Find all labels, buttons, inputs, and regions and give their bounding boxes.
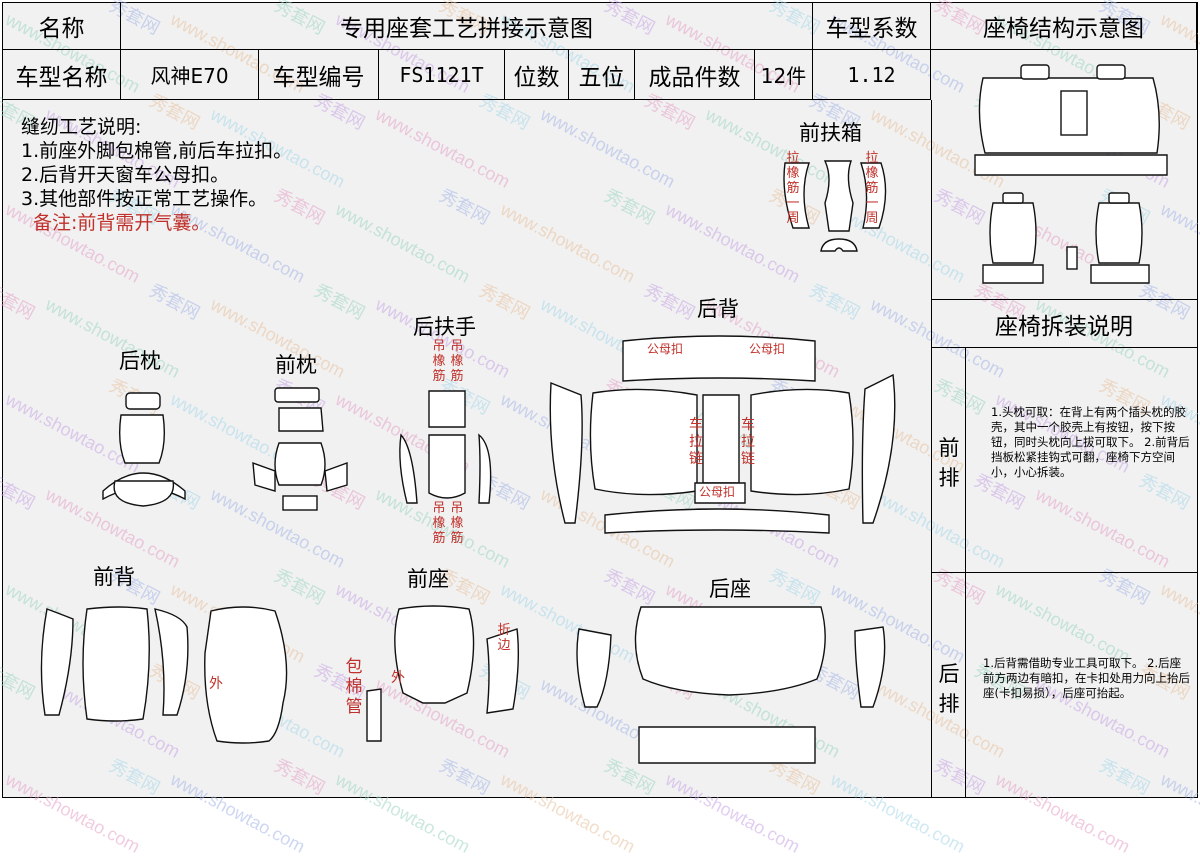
watermark-url: www.showtao.com [992, 579, 1134, 667]
pieces-value: 12件 [755, 50, 813, 100]
front-seat-pieces [366, 605, 520, 742]
label-front-back: 前背 [93, 565, 135, 589]
rear-armrest-pieces [399, 390, 492, 504]
label-rear-armrest: 后扶手 [413, 315, 476, 339]
label-front-seat: 前座 [407, 567, 449, 591]
front-headrest-pieces [252, 387, 348, 511]
mark-hang-elastic-bottom-1: 吊橡筋 [432, 501, 446, 546]
notes-remark: 备注:前背需开气囊。 [33, 212, 211, 234]
mark-outer-front-back: 外 [209, 676, 223, 692]
mark-hang-elastic-top-2: 吊橡筋 [450, 339, 464, 384]
front-armrest-box-pieces [783, 160, 887, 252]
front-row-label: 前排 [935, 433, 963, 493]
mark-snap-right: 公母扣 [749, 342, 786, 356]
watermark-url: www.showtao.com [1157, 769, 1200, 857]
main-area-divider [931, 100, 932, 797]
label-rear-headrest: 后枕 [119, 349, 161, 373]
front-row-divider [965, 348, 966, 798]
mark-fold-edge: 折边 [497, 623, 511, 653]
mark-car-zipper-right: 车拉链 [741, 417, 755, 467]
pieces-label: 成品件数 [635, 50, 755, 100]
label-front-armrest-box: 前扶箱 [799, 121, 862, 145]
rear-row-text: 1.后背需借助专业工具可取下。 2.后座前方两边有暗扣，在卡扣处用力向上抬后座(… [983, 656, 1190, 700]
header-coef-label: 车型系数 [813, 3, 931, 50]
rear-row-label-text: 后排 [938, 662, 960, 716]
rear-back-pieces [549, 335, 896, 534]
label-front-headrest: 前枕 [275, 353, 317, 377]
notes-item-2: 2.后背开天窗车公母扣。 [21, 164, 230, 186]
model-no-value: FS1121T [379, 50, 505, 100]
front-row-label-text: 前排 [938, 436, 960, 490]
watermark-cn: 秀套网 [930, 755, 989, 799]
process-notes: 缝纫工艺说明: 1.前座外脚包棉管,前后车拉扣。 2.后背开天窗车公母扣。 3.… [21, 115, 292, 235]
mark-outer-front-seat: 外 [391, 670, 405, 686]
seats-label: 位数 [505, 50, 569, 100]
mark-snap-left: 公母扣 [647, 342, 684, 356]
pattern-pieces [40, 160, 896, 764]
label-rear-seat: 后座 [709, 577, 751, 601]
model-no-label: 车型编号 [259, 50, 379, 100]
rear-seat-pieces [576, 606, 886, 764]
model-name-value: 风神E70 [121, 50, 259, 100]
rear-row-label: 后排 [935, 659, 963, 719]
page-title: 专用座套工艺拼接示意图 [121, 3, 813, 50]
struct-diagram-box [931, 50, 1197, 300]
mark-hang-elastic-bottom-2: 吊橡筋 [450, 501, 464, 546]
watermark-url: www.showtao.com [992, 769, 1134, 857]
mark-zipper-loop-left: 拉橡筋一周 [786, 151, 800, 226]
front-back-pieces [40, 606, 288, 744]
mark-snap-bottom: 公母扣 [699, 485, 736, 499]
label-rear-back: 后背 [697, 297, 739, 321]
watermark-url: www.showtao.com [1157, 579, 1200, 667]
mark-hang-elastic-top-1: 吊橡筋 [432, 339, 446, 384]
seats-value: 五位 [569, 50, 635, 100]
front-row-box [931, 348, 1197, 573]
notes-item-1: 1.前座外脚包棉管,前后车拉扣。 [21, 140, 293, 162]
header-name-label: 名称 [3, 3, 121, 50]
struct-title: 座椅结构示意图 [931, 3, 1197, 50]
coef-value: 1.12 [813, 50, 931, 100]
front-row-text: 1.头枕可取：在背上有两个插头枕的胶壳，其中一个胶壳上有按钮，按下按钮，同时头枕… [991, 405, 1190, 479]
model-name-label: 车型名称 [3, 50, 121, 100]
mark-zipper-loop-right: 拉橡筋一周 [865, 151, 879, 226]
notes-title: 缝纫工艺说明: [21, 116, 142, 138]
watermark-cn: 秀套网 [1095, 755, 1154, 799]
mark-car-zipper-left: 车拉链 [689, 417, 703, 467]
notes-item-3: 3.其他部件按正常工艺操作。 [21, 188, 268, 210]
rear-headrest-pieces [102, 392, 186, 507]
disassembly-title: 座椅拆装说明 [931, 300, 1197, 348]
mark-wrap-tube: 包棉管 [345, 657, 363, 717]
